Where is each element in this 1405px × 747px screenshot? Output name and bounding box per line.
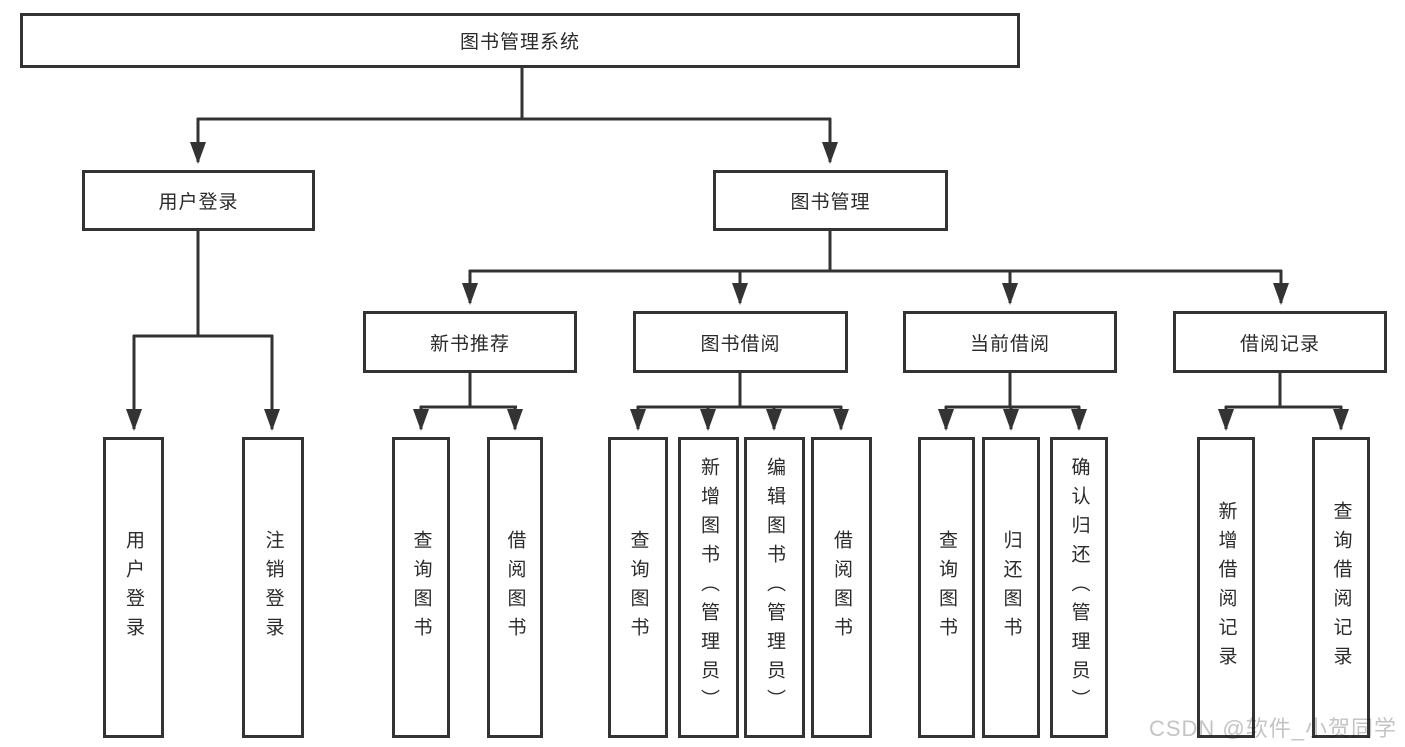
node-library-system: 图书管理系统 [20, 13, 1020, 68]
leaf-borrow-book-1: 借阅图书 [487, 437, 543, 738]
csdn-watermark: CSDN @软件_小贺同学 [1148, 716, 1397, 741]
leaf-edit-book-admin-label: 编辑图书（管理员） [764, 457, 785, 718]
leaf-query-book-3: 查询图书 [918, 437, 975, 738]
node-user-login: 用户登录 [82, 170, 315, 231]
leaf-edit-book-admin: 编辑图书（管理员） [744, 437, 805, 738]
leaf-borrow-book-1-label: 借阅图书 [504, 529, 526, 646]
leaf-add-borrow-record: 新增借阅记录 [1197, 437, 1255, 738]
leaf-return-book-label: 归还图书 [1000, 529, 1022, 646]
leaf-confirm-return-admin-label: 确认归还（管理员） [1068, 457, 1090, 718]
leaf-query-book-1: 查询图书 [392, 437, 450, 738]
leaf-borrow-book-2: 借阅图书 [811, 437, 872, 738]
leaf-query-book-2-label: 查询图书 [627, 529, 649, 646]
leaf-add-book-admin: 新增图书（管理员） [678, 437, 739, 738]
node-new-book-recommend-label: 新书推荐 [429, 333, 510, 355]
node-book-management: 图书管理 [713, 170, 948, 231]
leaf-confirm-return-admin: 确认归还（管理员） [1050, 437, 1108, 738]
leaf-return-book: 归还图书 [982, 437, 1040, 738]
leaf-user-login-label: 用户登录 [123, 529, 144, 646]
node-new-book-recommend: 新书推荐 [363, 311, 577, 373]
leaf-add-borrow-record-label: 新增借阅记录 [1215, 500, 1237, 675]
node-current-borrow: 当前借阅 [903, 311, 1117, 373]
leaf-query-book-2: 查询图书 [608, 437, 668, 738]
node-borrow-records-label: 借阅记录 [1239, 333, 1320, 355]
node-user-login-label: 用户登录 [158, 192, 239, 213]
node-book-borrow: 图书借阅 [633, 311, 848, 373]
leaf-user-login: 用户登录 [103, 437, 164, 738]
leaf-borrow-book-2-label: 借阅图书 [831, 529, 852, 646]
node-current-borrow-label: 当前借阅 [969, 333, 1050, 355]
leaf-logout-label: 注销登录 [262, 529, 284, 646]
leaf-query-borrow-record: 查询借阅记录 [1312, 437, 1370, 738]
leaf-add-book-admin-label: 新增图书（管理员） [698, 457, 719, 718]
node-borrow-records: 借阅记录 [1173, 311, 1387, 373]
node-book-management-label: 图书管理 [790, 192, 871, 213]
leaf-query-borrow-record-label: 查询借阅记录 [1330, 500, 1352, 675]
leaf-logout: 注销登录 [242, 437, 304, 738]
node-library-system-label: 图书管理系统 [459, 32, 580, 53]
leaf-query-book-3-label: 查询图书 [936, 529, 957, 646]
node-book-borrow-label: 图书借阅 [700, 333, 781, 355]
leaf-query-book-1-label: 查询图书 [410, 529, 432, 646]
